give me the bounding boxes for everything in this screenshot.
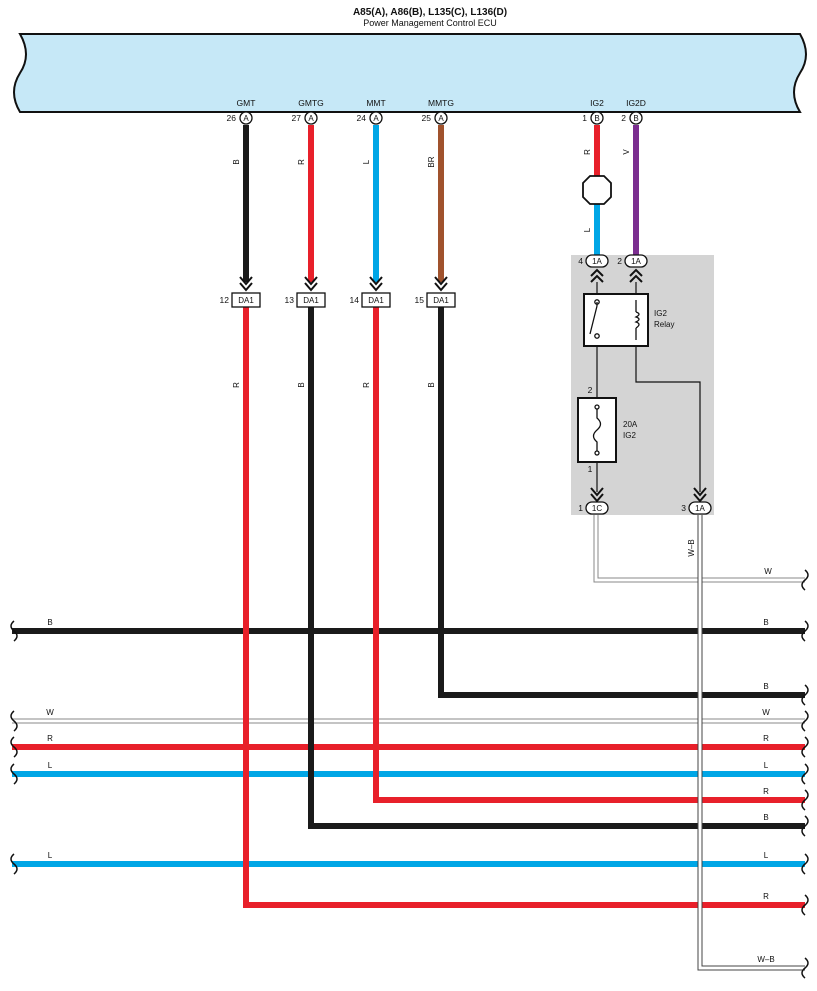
wire-color-label: L <box>583 227 592 232</box>
ecu-pin-num: 27 <box>292 113 302 123</box>
relay-switch-icon <box>589 299 637 340</box>
bus-label-right: W <box>764 567 772 576</box>
wire-b-da1-13 <box>308 307 805 829</box>
ecu-pin-num: 25 <box>422 113 432 123</box>
pin-label-mmt: MMT <box>366 98 385 108</box>
bus-label-right: W <box>762 708 770 717</box>
relay-in-conn: 1A <box>592 257 602 266</box>
relay-out-conn: 1C <box>592 504 602 513</box>
wire-color-label: L <box>362 159 371 164</box>
bus-label-right: L <box>764 761 769 770</box>
relay-block-input-connectors <box>585 254 648 283</box>
da1-label: DA1 <box>238 296 254 305</box>
ecu-pin-conn: A <box>308 114 314 123</box>
bus-label-left: W <box>46 708 54 717</box>
da1-label: DA1 <box>303 296 319 305</box>
da1-label: DA1 <box>368 296 384 305</box>
da1-junction-boxes <box>231 292 456 308</box>
wire-break-marks <box>10 569 809 979</box>
pin-label-mmtg: MMTG <box>428 98 454 108</box>
ecu-pin-connectors <box>239 111 643 125</box>
ecu-pin-num: 24 <box>357 113 367 123</box>
wire-color-label: B <box>232 159 241 164</box>
bus-label-right: R <box>763 734 769 743</box>
ecu-subtitle: Power Management Control ECU <box>363 18 497 28</box>
wire-color-label: W–B <box>687 539 696 556</box>
wire-color-label: B <box>297 382 306 387</box>
relay-coil-icon <box>634 311 640 329</box>
bus-label-left: L <box>48 851 53 860</box>
wire-color-label: R <box>362 382 371 388</box>
ecu-pin-num: 2 <box>621 113 626 123</box>
pin-label-ig2d: IG2D <box>626 98 646 108</box>
pin-label-gmtg: GMTG <box>298 98 324 108</box>
relay-out-pin-num: 1 <box>578 503 583 513</box>
fuse-pin-top: 2 <box>588 385 593 395</box>
fuse-icon <box>592 404 602 456</box>
wire-color-label: V <box>622 149 631 155</box>
bus-lines <box>12 307 805 908</box>
ecu-pin-conn: A <box>438 114 444 123</box>
ecu-pin-conn: B <box>633 114 638 123</box>
ecu-pin-num: 26 <box>227 113 237 123</box>
wire-color-label: BR <box>427 156 436 167</box>
bus-label-left: B <box>47 618 52 627</box>
bus-label-right: L <box>764 851 769 860</box>
ecu-box <box>13 33 807 113</box>
da1-pin-num: 15 <box>415 295 425 305</box>
bus-label-right: W–B <box>757 955 774 964</box>
bus-label-right: B <box>763 618 768 627</box>
relay-out-conn: 1A <box>695 504 705 513</box>
ecu-pin-num: 1 <box>582 113 587 123</box>
bus-label-right: B <box>763 813 768 822</box>
wire-color-label: B <box>427 382 436 387</box>
wire-color-label: R <box>297 159 306 165</box>
wire-b-da1-15 <box>438 307 805 698</box>
wire-color-label: R <box>583 149 592 155</box>
da1-pin-num: 13 <box>285 295 295 305</box>
wire-color-label: R <box>232 382 241 388</box>
da1-pin-num: 14 <box>350 295 360 305</box>
wire-r-da1-12 <box>243 307 805 908</box>
bus-label-right: R <box>763 787 769 796</box>
da1-label: DA1 <box>433 296 449 305</box>
inline-connector-icon <box>582 175 612 205</box>
ecu-pin-conn: A <box>243 114 249 123</box>
relay-in-pin-num: 2 <box>617 256 622 266</box>
wire-r-da1-14 <box>373 307 805 803</box>
ecu-title: A85(A), A86(B), L135(C), L136(D) <box>353 7 507 18</box>
bus-label-right: R <box>763 892 769 901</box>
fuse-label: 20A <box>623 420 638 429</box>
bus-label-left: R <box>47 734 53 743</box>
wire-wb-out <box>697 515 805 971</box>
pin-label-gmt: GMT <box>237 98 256 108</box>
bus-label-right: B <box>763 682 768 691</box>
relay-in-pin-num: 4 <box>578 256 583 266</box>
ecu-pin-conn: A <box>373 114 379 123</box>
da1-chevron-icons <box>239 276 448 292</box>
fuse-label: IG2 <box>623 431 636 440</box>
relay-in-conn: 1A <box>631 257 641 266</box>
fuse-pin-bottom: 1 <box>588 464 593 474</box>
relay-out-pin-num: 3 <box>681 503 686 513</box>
da1-pin-num: 12 <box>220 295 230 305</box>
bus-label-left: L <box>48 761 53 770</box>
pin-label-ig2: IG2 <box>590 98 604 108</box>
relay-label: Relay <box>654 320 674 329</box>
relay-block-output-connectors <box>585 487 712 515</box>
relay-label: IG2 <box>654 309 667 318</box>
ecu-pin-conn: B <box>594 114 599 123</box>
